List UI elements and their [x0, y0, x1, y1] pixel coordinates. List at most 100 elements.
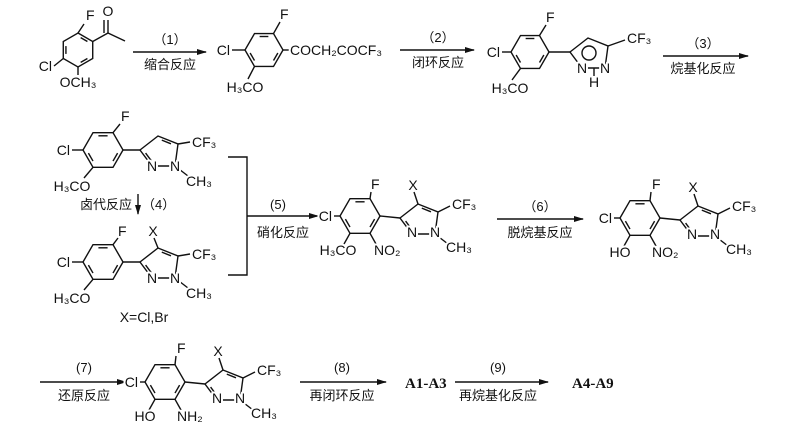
molecule-7-phenol-nitro: F Cl HO NO₂ X CF₃ N N CH₃: [597, 174, 759, 262]
benzene-ring: [619, 199, 661, 237]
atom-label-cf3: CF₃: [192, 134, 216, 150]
atom-label-cl: Cl: [39, 58, 52, 74]
double-bond-line: [344, 218, 351, 228]
bond: [112, 123, 121, 134]
bond: [434, 233, 449, 245]
bond: [177, 141, 191, 145]
molecule-8-aminophenol: F Cl HO NH₂ X CF₃ N N CH₃: [123, 338, 284, 426]
atom-label-n: N: [147, 158, 157, 174]
step-7-number: (7): [76, 360, 92, 375]
double-bond-line: [174, 384, 181, 394]
bond: [83, 166, 94, 179]
merge-bracket: [228, 156, 248, 276]
bond: [413, 191, 419, 205]
pyrazole-ring: [679, 205, 719, 237]
atom-label-ch3: CH₃: [186, 173, 212, 189]
double-bond-line: [272, 52, 279, 61]
double-bond-line: [624, 220, 631, 230]
bond: [538, 24, 547, 36]
atom-label-ch3: CH₃: [251, 405, 277, 421]
double-bond-line: [249, 52, 256, 61]
double-bond-line: [685, 222, 692, 231]
double-bond-line: [538, 54, 545, 63]
bond: [92, 32, 109, 43]
double-bond-line: [149, 384, 156, 394]
double-bond-line: [87, 264, 94, 274]
step-4-condition: 卤代反应: [80, 197, 132, 212]
atom-label-ho: HO: [135, 408, 156, 424]
double-bond-line: [515, 54, 522, 63]
bond: [153, 237, 159, 249]
molecule-2-diketone: F Cl COCH₂COCF₃ H₃CO: [215, 4, 384, 97]
benzene-ring: [339, 197, 381, 235]
bond: [714, 235, 729, 247]
atom-label-o: O: [103, 3, 114, 19]
bond: [369, 191, 372, 199]
atom-label-x: X: [688, 179, 698, 195]
atom-label-f: F: [280, 6, 289, 22]
step-2-number: （2）: [421, 30, 454, 45]
atom-label-n: N: [577, 60, 587, 76]
atom-label-ch3: CH₃: [726, 241, 752, 257]
double-bond-line: [112, 264, 119, 274]
atom-label-cf3: CF₃: [627, 30, 651, 46]
bond: [174, 355, 177, 365]
step-3-number: （3）: [686, 36, 719, 51]
atom-label-cl: Cl: [125, 374, 138, 390]
step-8-number: (8): [334, 360, 350, 375]
bond: [272, 21, 281, 34]
atom-label-och3: OCH₃: [60, 74, 97, 90]
step-9-number: (9): [490, 360, 506, 375]
double-bond-line: [87, 152, 94, 162]
atom-label-f: F: [86, 7, 95, 23]
product-a4-a9: A4-A9: [572, 376, 614, 392]
atom-label-no2: NO₂: [652, 244, 678, 260]
bond: [717, 207, 731, 215]
bond: [174, 398, 182, 411]
atom-label-x: X: [148, 223, 158, 239]
atom-label-f: F: [118, 223, 127, 239]
bond: [177, 253, 191, 257]
bond: [83, 278, 94, 291]
pyrazole-ring: [204, 369, 244, 401]
atom-label-x: X: [213, 343, 223, 359]
atom-label-f: F: [652, 176, 661, 192]
step-5-number: (5): [270, 197, 286, 212]
atom-label-cf3: CF₃: [192, 246, 216, 262]
bond: [343, 232, 351, 245]
bond: [623, 234, 631, 247]
atom-label-cl: Cl: [487, 44, 500, 60]
bond: [659, 217, 681, 221]
bond: [649, 191, 652, 201]
atom-label-ch3: CH₃: [446, 239, 472, 255]
bond: [218, 357, 224, 371]
bond: [369, 232, 377, 245]
double-bond-line: [369, 218, 376, 228]
atom-label-h3co: H₃CO: [320, 242, 357, 258]
atom-label-h: H: [589, 74, 599, 90]
bond: [511, 68, 522, 81]
bond: [242, 371, 256, 379]
atom-label-f: F: [371, 176, 380, 192]
atom-label-cl: Cl: [217, 42, 230, 58]
atom-label-n: N: [212, 390, 222, 406]
step-1-number: （1）: [153, 32, 186, 47]
atom-label-nh2: NH₂: [177, 408, 203, 424]
double-bond-line: [145, 264, 152, 273]
bond: [112, 237, 119, 246]
atom-label-h3co: H₃CO: [54, 290, 91, 306]
bond: [649, 234, 657, 247]
atom-label-cl: Cl: [319, 208, 332, 224]
bond: [174, 277, 189, 289]
molecule-1-acetophenone: F O Cl OCH₃: [37, 1, 116, 92]
atom-label-ch3: CH₃: [186, 285, 212, 301]
double-bond-line: [405, 220, 412, 229]
benzene-ring: [62, 32, 94, 68]
pyrazole-ring: [139, 135, 179, 167]
atom-label-n: N: [147, 270, 157, 286]
atom-label-cl: Cl: [599, 210, 612, 226]
bond: [148, 398, 156, 411]
benzene-ring: [244, 32, 284, 68]
atom-label-cl: Cl: [57, 254, 70, 270]
